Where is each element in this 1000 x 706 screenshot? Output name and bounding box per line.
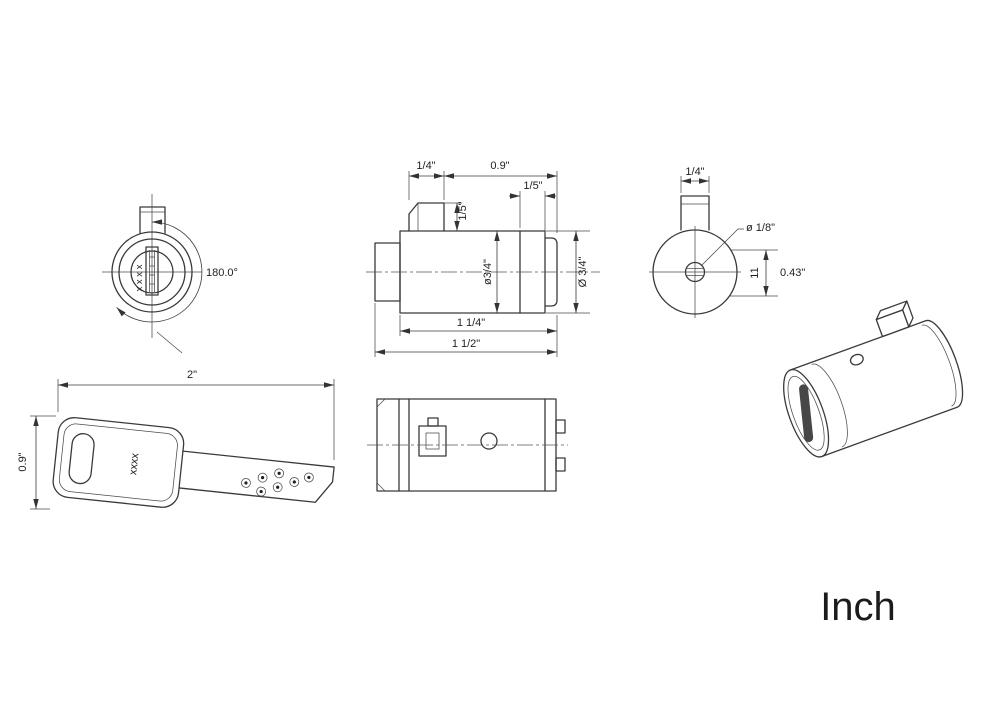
dim-key-length: 2" (57, 369, 335, 460)
key-dimples (241, 468, 314, 497)
tab-height-label: 1/5" (457, 201, 469, 220)
dim-hole-diameter: ø 1/8" (700, 222, 775, 267)
dim-nose-length: 1/5" (509, 180, 556, 235)
tab-width-label: 1/4" (416, 160, 435, 172)
unit-label: Inch (820, 585, 896, 629)
clip-notch-top (555, 419, 566, 434)
dim-inner-diameter: ø3/4" (482, 231, 500, 313)
bottom-view (367, 398, 568, 492)
dim-rotation-arc: 180.0° (116, 219, 238, 354)
cylinder-rear-face (652, 229, 738, 315)
tab-width-rear-label: 1/4" (685, 166, 704, 178)
offset-inch-label: 0.43" (780, 267, 805, 279)
pin-hole (684, 261, 706, 283)
clip-notch-bottom (555, 457, 566, 472)
dim-key-width: 0.9" (17, 415, 56, 510)
nose-length-label: 1/5" (523, 180, 542, 192)
rotation-arc (116, 219, 203, 323)
offset-mm-label: 11 (749, 267, 761, 278)
isometric-view (783, 300, 964, 458)
screw-hole (480, 432, 498, 450)
total-length-label: 1 1/2" (452, 338, 480, 350)
dim-tab-height: 1/5" (444, 201, 469, 231)
cam-tab-rear (680, 195, 710, 231)
dim-rear-length: 0.9" (444, 160, 558, 233)
body-length-label: 1 1/4" (457, 317, 485, 329)
key-length-label: 2" (187, 369, 197, 381)
key-view: xxxx 2" 0.9" (17, 369, 335, 510)
dim-tab-width: 1/4" (408, 160, 445, 200)
set-screw-3d (849, 353, 864, 366)
cam-slot (418, 425, 447, 457)
leader-line (156, 331, 183, 354)
key-width-label: 0.9" (17, 452, 29, 471)
rear-length-label: 0.9" (490, 160, 509, 172)
key-head-inner (58, 423, 178, 502)
bezel-edge (811, 363, 848, 448)
key-head (52, 417, 185, 508)
dim-total-length: 1 1/2" (374, 303, 557, 357)
dim-body-length: 1 1/4" (399, 315, 558, 357)
cylinder-3d-body (789, 319, 964, 458)
leader-line (700, 228, 744, 267)
keyway-slot-3d (799, 384, 814, 443)
dim-offset: 11 0.43" (729, 249, 805, 297)
inner-diameter-label: ø3/4" (482, 259, 494, 285)
cam-tab-3d-front (875, 309, 910, 338)
cam-tab-front (139, 206, 166, 234)
front-view: x x x x 180.0° (102, 194, 238, 354)
dim-tab-width-rear: 1/4" (680, 166, 710, 193)
dim-outer-diameter: Ø 3/4" (546, 230, 590, 314)
rear-rim (921, 324, 957, 407)
cam-tab-side (408, 202, 445, 232)
keyway-marks-label: x x x x (134, 264, 145, 291)
rear-view: 1/4" ø 1/8" 11 0.43" (649, 166, 805, 318)
rotation-angle-label: 180.0° (206, 267, 238, 279)
hole-diameter-label: ø 1/8" (746, 222, 775, 234)
plug-rim-3d (787, 375, 825, 451)
outer-diameter-label: Ø 3/4" (577, 257, 589, 288)
key-code-label: xxxx (127, 452, 141, 476)
key-outline: xxxx (52, 417, 335, 508)
key-ring-hole (68, 433, 95, 485)
key-blade (178, 450, 335, 503)
cam-notch (427, 417, 439, 427)
side-view: 1/4" 0.9" 1/5" 1/5" ø3/4" Ø 3/4" (366, 160, 600, 357)
